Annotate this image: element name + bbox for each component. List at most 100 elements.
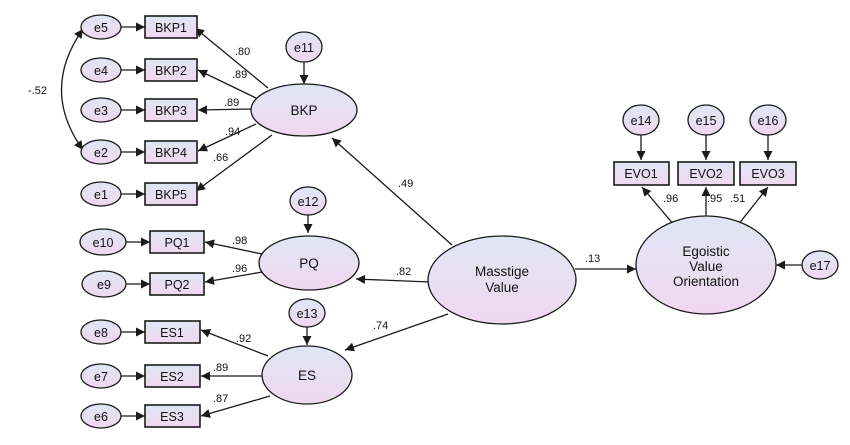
coef-pq1: .98 [232, 235, 247, 247]
indicator-bkp2-label: BKP2 [155, 64, 187, 78]
coef-bkp5: .66 [213, 152, 228, 164]
indicator-bkp4: BKP4 [144, 140, 198, 164]
latent-mv-label-2: Value [485, 280, 519, 295]
edge-cov-e5-e2 [60, 28, 84, 151]
coef-evo1: .96 [663, 193, 678, 205]
error-e4: e4 [80, 57, 122, 83]
latent-masstige-value: Masstige Value [427, 235, 577, 325]
indicator-evo1: EVO1 [613, 161, 670, 186]
error-e14-label: e14 [631, 114, 652, 128]
edge-evo-evo3 [737, 186, 769, 226]
indicator-bkp5-label: BKP5 [155, 188, 187, 202]
coef-bkp4: .94 [225, 126, 240, 138]
error-e13-label: e13 [297, 307, 318, 321]
coef-es3: .87 [213, 393, 228, 405]
latent-evo-label-3: Orientation [673, 274, 739, 289]
coef-cov-e5-e2: -.52 [28, 85, 47, 97]
error-e11: e11 [285, 31, 323, 63]
latent-mv-label-1: Masstige [475, 264, 529, 279]
error-e2: e2 [80, 139, 122, 165]
error-e4-label: e4 [94, 64, 108, 78]
latent-pq-label: PQ [299, 256, 319, 271]
coef-es1: .92 [236, 333, 251, 345]
error-e1: e1 [80, 181, 122, 207]
error-e11-label: e11 [294, 41, 314, 55]
indicator-pq2-label: PQ2 [164, 278, 189, 292]
error-e3: e3 [80, 97, 122, 123]
indicator-es3-label: ES3 [160, 410, 184, 424]
error-e13: e13 [288, 298, 326, 328]
error-e6: e6 [80, 403, 122, 429]
error-e9: e9 [81, 270, 127, 298]
edge-mv-bkp [331, 137, 453, 246]
indicator-es2: ES2 [144, 364, 201, 388]
indicator-bkp4-label: BKP4 [155, 146, 187, 160]
coef-mv-bkp: .49 [398, 178, 413, 190]
error-e9-label: e9 [97, 278, 111, 292]
latent-evo-label-1: Egoistic [682, 244, 730, 259]
latent-pq: PQ [258, 235, 360, 291]
coef-bkp1: .80 [235, 46, 250, 58]
error-e12-label: e12 [298, 195, 319, 209]
indicator-es3: ES3 [144, 404, 201, 428]
latent-es-label: ES [298, 368, 316, 383]
error-e17-label: e17 [810, 259, 831, 273]
error-e17: e17 [801, 250, 839, 280]
edge-bkp-bkp3 [197, 105, 253, 115]
indicator-bkp3: BKP3 [144, 98, 198, 122]
error-e8: e8 [80, 319, 122, 345]
error-e16-label: e16 [758, 114, 779, 128]
error-e8-label: e8 [94, 326, 108, 340]
indicator-bkp1-label: BKP1 [155, 21, 187, 35]
indicator-bkp3-label: BKP3 [155, 104, 187, 118]
error-e15: e15 [687, 104, 725, 136]
indicator-evo3-label: EVO3 [751, 167, 784, 181]
latent-bkp: BKP [250, 83, 358, 137]
indicator-evo2: EVO2 [677, 161, 735, 186]
edge-bkp-bkp4 [197, 123, 257, 152]
indicator-pq2: PQ2 [149, 272, 205, 296]
error-e16: e16 [749, 104, 787, 136]
edge-mv-pq [355, 274, 431, 284]
indicators: BKP1 BKP2 BKP3 BKP4 BKP5 PQ1 PQ2 ES1 [144, 15, 797, 428]
indicator-evo1-label: EVO1 [624, 167, 657, 181]
error-e7-label: e7 [94, 370, 108, 384]
coef-mv-evo: .13 [585, 253, 600, 265]
error-e14: e14 [622, 104, 660, 136]
coefficients: .80 .89 .89 .94 .66 .98 .96 .92 .89 .87 … [28, 46, 745, 405]
coef-mv-pq: .82 [396, 266, 411, 278]
edges [60, 22, 802, 421]
error-terms: e5 e4 e3 e2 e1 e10 e9 e8 [79, 14, 839, 429]
edge-es-es1 [200, 329, 269, 357]
coef-es2: .89 [213, 362, 228, 374]
coef-bkp3: .89 [224, 97, 239, 109]
indicator-bkp5: BKP5 [144, 182, 198, 206]
error-e1-label: e1 [94, 188, 108, 202]
coef-mv-es: .74 [373, 320, 388, 332]
indicator-es2-label: ES2 [160, 370, 184, 384]
indicator-evo3: EVO3 [739, 161, 797, 186]
edge-bkp-bkp1 [194, 27, 269, 89]
edge-evo-evo1 [641, 186, 675, 226]
edge-pq-pq2 [204, 271, 263, 285]
latent-egoistic-value-orientation: Egoistic Value Orientation [635, 215, 777, 315]
error-e5: e5 [80, 14, 122, 40]
indicator-pq1-label: PQ1 [164, 236, 189, 250]
indicator-evo2-label: EVO2 [689, 167, 722, 181]
error-e15-label: e15 [696, 114, 717, 128]
error-e2-label: e2 [94, 146, 108, 160]
latent-bkp-label: BKP [290, 103, 317, 118]
indicator-pq1: PQ1 [149, 230, 205, 254]
coef-pq2: .96 [232, 263, 247, 275]
indicator-es1-label: ES1 [160, 326, 184, 340]
latent-evo-label-2: Value [689, 259, 723, 274]
latent-es: ES [261, 345, 353, 405]
error-e12: e12 [289, 186, 327, 216]
error-e10: e10 [79, 228, 127, 256]
error-e7: e7 [80, 363, 122, 389]
edge-mv-es [344, 313, 449, 352]
error-e6-label: e6 [94, 410, 108, 424]
indicator-bkp2: BKP2 [144, 58, 198, 82]
edge-bkp-bkp5 [195, 134, 273, 192]
